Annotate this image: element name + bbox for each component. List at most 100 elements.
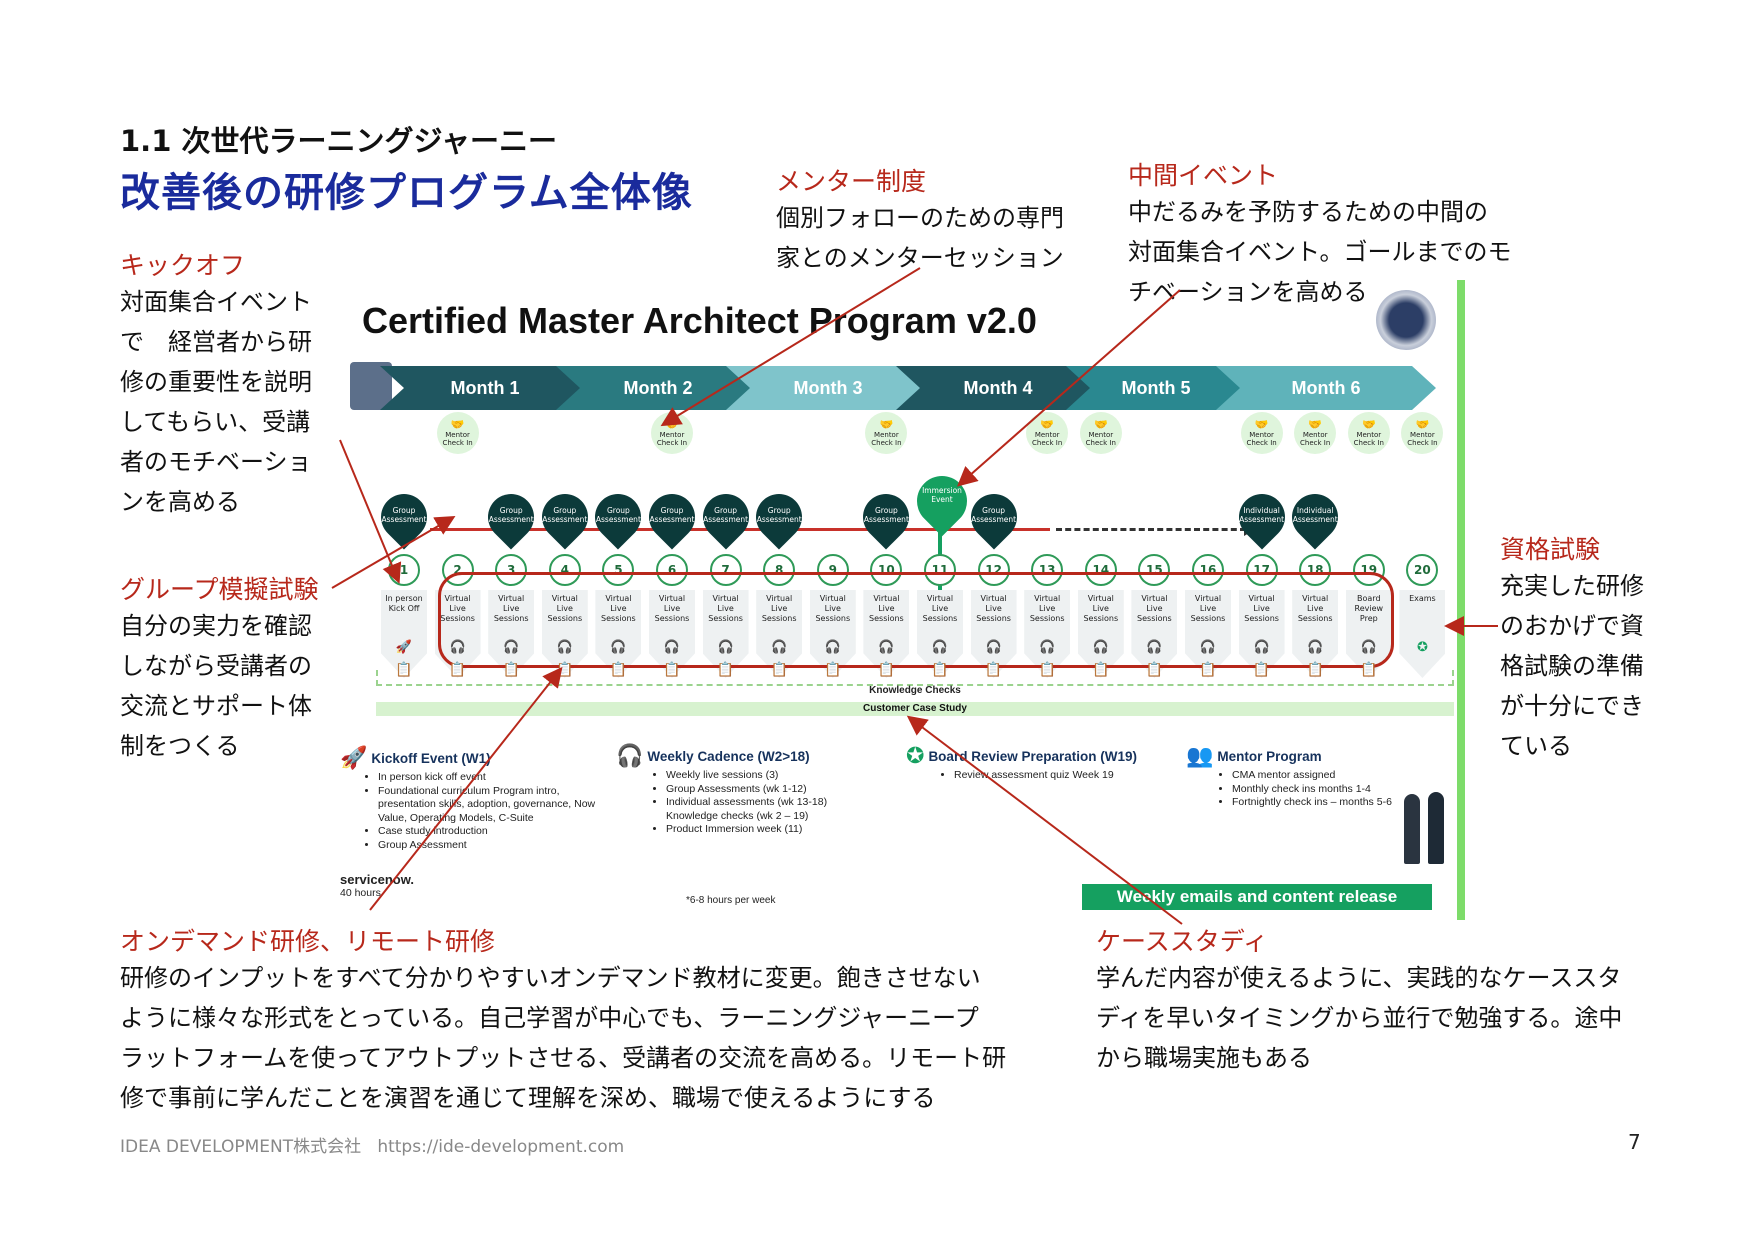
session-label-line: Live: [503, 604, 520, 613]
knowledge-check-icon: 📋: [984, 662, 1003, 678]
session-label-line: Sessions: [761, 614, 797, 623]
headset-icon: 🎧: [616, 744, 644, 769]
knowledge-check-icon: 📋: [877, 662, 896, 678]
annotation-line: 修で事前に学んだことを演習を通じて理解を深め、職場で使えるようにする: [120, 1084, 936, 1112]
servicenow-logo: servicenow.: [340, 872, 414, 887]
handshake-icon: 🤝: [1308, 418, 1323, 431]
week-circle: 9: [816, 554, 849, 586]
month-banner: Month 5: [1066, 366, 1246, 410]
section-item: Foundational curriculum Program intro, p…: [378, 785, 610, 826]
pin-label-line: Assessment: [381, 515, 427, 524]
pin-label-line: Group: [767, 506, 791, 515]
rocket-icon: 🚀: [395, 640, 413, 655]
footer: IDEA DEVELOPMENT株式会社 https://ide-develop…: [120, 1132, 624, 1157]
session-label-line: Board: [1357, 594, 1381, 603]
section-item: Individual assessments (wk 13-18) Knowle…: [666, 796, 876, 823]
pin-label-line: Immersion: [922, 486, 962, 495]
pin-label-line: Assessment: [971, 515, 1017, 524]
section-item: Fortnightly check ins – months 5-6: [1232, 796, 1426, 810]
week-circle: 4: [548, 554, 581, 586]
annotation-line: しながら受講者の: [120, 652, 312, 680]
annotation-line: 対面集合イベント。ゴールまでのモ: [1128, 238, 1512, 266]
annotation-body: 研修のインプットをすべて分かりやすいオンデマンド教材に変更。飽きさせないように様…: [120, 958, 1006, 1118]
section-list: CMA mentor assignedMonthly check ins mon…: [1216, 769, 1426, 810]
annotation-line: が十分にでき: [1500, 692, 1644, 720]
mentor-checkin-label: Check In: [1032, 439, 1063, 447]
mentor-checkin-label: Mentor: [1088, 431, 1114, 439]
annotation-line: のおかげで資: [1500, 612, 1644, 640]
businessmen-illustration: [1398, 784, 1452, 870]
mentor-checkin-label: Mentor: [445, 431, 470, 439]
session-label-line: Sessions: [1297, 614, 1333, 623]
session-label-line: Sessions: [1083, 614, 1119, 623]
week-circle: 12: [977, 554, 1010, 586]
session-label-line: Kick Off: [388, 604, 420, 613]
session-label-line: Virtual: [605, 594, 632, 603]
people-icon: 👥: [1186, 744, 1214, 769]
annotation-line: 個別フォローのための専門: [776, 204, 1064, 232]
section-mentor: 👥 Mentor Program CMA mentor assignedMont…: [1186, 744, 1426, 810]
annotation-midevent: 中間イベント 中だるみを予防するための中間の対面集合イベント。ゴールまでのモチベ…: [1128, 156, 1512, 312]
session-label-line: Virtual: [873, 594, 900, 603]
session-label-line: Live: [824, 604, 841, 613]
mentor-checkin-label: Check In: [871, 439, 902, 447]
annotation-line: 対面集合イベント: [120, 288, 312, 316]
knowledge-check-icon: 📋: [395, 662, 413, 678]
annotation-title: キックオフ: [120, 251, 246, 280]
section-item: Review assessment quiz Week 19: [954, 769, 1176, 783]
session-label-line: Sessions: [1190, 614, 1226, 623]
headset-icon: 🎧: [771, 640, 788, 655]
pin-label-line: Group: [874, 506, 898, 515]
pin-label-line: Assessment: [1239, 515, 1285, 524]
session-label-line: Virtual: [926, 594, 954, 603]
session-label-line: Virtual: [1087, 594, 1114, 603]
annotation-line: してもらい、受講: [120, 408, 311, 436]
annotation-line: 自分の実力を確認: [120, 612, 312, 640]
annotation-line: ラットフォームを使ってアウトプットさせる、受講者の交流を高める。リモート研: [120, 1044, 1007, 1072]
pin-label-line: Assessment: [1292, 515, 1338, 524]
kickoff-hours: 40 hours: [340, 887, 381, 899]
annotation-casestudy: ケーススタディ 学んだ内容が使えるように、実践的なケーススタディを早いタイミング…: [1096, 922, 1622, 1078]
session-label-line: Live: [449, 604, 466, 613]
session-label: Exams: [1397, 594, 1447, 604]
pin-label-line: Group: [499, 506, 523, 515]
pin-label-line: Event: [931, 495, 953, 504]
section-list: Review assessment quiz Week 19: [938, 769, 1176, 783]
handshake-icon: 🤝: [1415, 418, 1430, 431]
session-label-line: Sessions: [708, 614, 743, 623]
session-label-line: Virtual: [766, 594, 793, 603]
session-label-line: Sessions: [1029, 614, 1065, 623]
pin-label-line: Group: [714, 506, 738, 515]
program-badge-icon: [1376, 290, 1436, 350]
session-label-line: Live: [556, 604, 573, 613]
section-list: Weekly live sessions (3)Group Assessment…: [650, 769, 876, 837]
session-label-line: Sessions: [815, 614, 851, 623]
session-label-line: Sessions: [547, 614, 583, 623]
mentor-checkin-label: Mentor: [659, 431, 685, 439]
section-title: Weekly Cadence (W2>18): [647, 749, 810, 764]
annotation-line: で 経営者から研: [120, 328, 312, 356]
mentor-checkin-label: Mentor: [1356, 431, 1382, 439]
headset-icon: 🎧: [717, 640, 734, 655]
knowledge-check-icon: 📋: [609, 662, 628, 678]
headset-icon: 🎧: [1307, 640, 1324, 655]
mentor-checkin-label: Check In: [1300, 439, 1331, 447]
